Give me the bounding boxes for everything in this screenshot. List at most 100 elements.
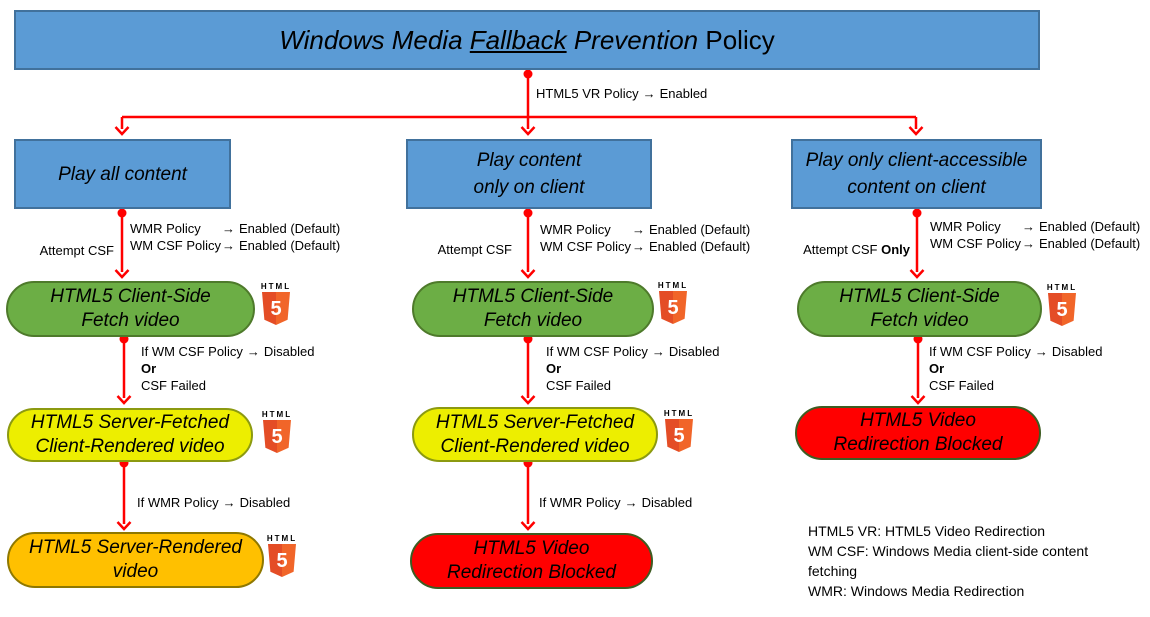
attempt-csf-label: Attempt CSF [420, 241, 512, 258]
edge-label-text: If WMR Policy [137, 495, 219, 510]
edge-label-text: If WM CSF Policy [141, 344, 243, 359]
html5-logo-digit: 5 [667, 296, 679, 319]
html5-logo-word: HTML [260, 282, 292, 291]
branch-box-play-only-client-accessible: Play only client-accessible content on c… [791, 139, 1042, 209]
redirection-blocked-box: HTML5 Video Redirection Blocked [410, 533, 653, 589]
client-side-fetch-box: HTML5 Client-Side Fetch video [412, 281, 654, 337]
edge-condition: If WM CSF Policy→Disabled [929, 343, 1102, 360]
branch-box-label: only on client [473, 177, 585, 198]
box-label: Fetch video [81, 310, 180, 331]
edge-label-text: Disabled [1051, 344, 1103, 359]
html5-logo-digit: 5 [673, 424, 685, 447]
arrow-glyph: → [222, 221, 235, 236]
box-label: HTML5 Server-Rendered [29, 537, 242, 558]
html5-shield-icon: 5 [665, 419, 693, 452]
policy-name: WM CSF Policy [130, 238, 221, 253]
arrow-glyph: → [246, 344, 260, 359]
policy-value: Enabled (Default) [649, 222, 751, 237]
attempt-csf-label: Attempt CSF [22, 242, 114, 259]
arrow-glyph: → [222, 495, 236, 510]
box-label: Client-Rendered video [35, 436, 225, 457]
policy-value: Enabled (Default) [239, 221, 341, 236]
branch-box-label: Play content [476, 150, 582, 171]
html5-logo: HTML 5 [265, 534, 299, 577]
policy-value: Enabled (Default) [239, 238, 341, 253]
policy-name: WM CSF Policy [540, 239, 631, 254]
box-label: HTML5 Client-Side [452, 286, 614, 307]
policy-name: WMR Policy [130, 221, 201, 236]
csf-disabled-edge-label: If WM CSF Policy→Disabled Or CSF Failed [546, 343, 719, 394]
policy-row: WMR Policy→Enabled (Default) [930, 218, 1140, 235]
client-side-fetch-box: HTML5 Client-Side Fetch video [6, 281, 255, 337]
title-text: Windows Media [279, 24, 470, 55]
box-label: HTML5 Video [473, 538, 590, 559]
html5-logo-digit: 5 [1056, 298, 1068, 321]
branch-box-label: Play all content [58, 163, 187, 185]
policy-row: WM CSF Policy→ Enabled (Default) [540, 238, 750, 255]
html5-logo-digit: 5 [276, 549, 288, 572]
policy-name: WM CSF Policy [930, 236, 1021, 251]
html5-logo: HTML 5 [259, 282, 293, 325]
box-label: Fetch video [870, 310, 969, 331]
arrow-glyph: → [632, 239, 645, 254]
policy-labels: WMR Policy→Enabled (Default) WM CSF Poli… [540, 221, 750, 255]
box-label: HTML5 Client-Side [839, 286, 1000, 307]
policy-value: Enabled (Default) [649, 239, 751, 254]
html5-logo-word: HTML [266, 534, 298, 543]
arrow-glyph: → [1034, 344, 1048, 359]
html5-shield-icon: 5 [268, 544, 296, 577]
html5-logo: HTML 5 [260, 410, 294, 453]
edge-label-text: CSF Failed [141, 378, 207, 393]
csf-disabled-edge-label: If WM CSF Policy→Disabled Or CSF Failed [141, 343, 314, 394]
html5-logo: HTML 5 [662, 409, 696, 452]
branch-box-play-all-content: Play all content [14, 139, 231, 209]
csf-disabled-edge-label: If WM CSF Policy→Disabled Or CSF Failed [929, 343, 1102, 394]
policy-row: WMR Policy→Enabled (Default) [540, 221, 750, 238]
html5-logo: HTML 5 [1045, 283, 1079, 326]
html5-logo-digit: 5 [270, 297, 282, 320]
title-text: Prevention [566, 24, 699, 55]
edge-label-or: Or [929, 361, 945, 376]
edge-condition: If WM CSF Policy→Disabled [546, 343, 719, 360]
branch-box-play-content-only-on-client: Play content only on client [406, 139, 652, 209]
server-fetched-box: HTML5 Server-Fetched Client-Rendered vid… [412, 407, 658, 462]
redirection-blocked-box: HTML5 Video Redirection Blocked [795, 406, 1041, 460]
policy-row: WM CSF Policy→Enabled (Default) [130, 237, 340, 254]
edge-label-text: Disabled [668, 344, 720, 359]
title-text: Policy [698, 24, 775, 55]
edge-label-or: Or [546, 361, 562, 376]
title-text-underlined: Fallback [469, 24, 567, 55]
legend-item: WM CSF: Windows Media client-side conten… [808, 543, 1089, 579]
html5-logo-word: HTML [657, 281, 689, 290]
policy-labels: WMR Policy → Enabled (Default) WM CSF Poli… [130, 220, 340, 254]
arrow-glyph: → [1022, 236, 1035, 251]
legend-item: WMR: Windows Media Redirection [808, 583, 1025, 599]
box-label: Redirection Blocked [447, 562, 616, 583]
html5-logo-word: HTML [1046, 283, 1078, 292]
policy-row: WMR Policy → Enabled (Default) [130, 220, 340, 237]
server-fetched-box: HTML5 Server-Fetched Client-Rendered vid… [7, 408, 253, 462]
box-label: Fetch video [483, 310, 583, 331]
policy-labels: WMR Policy→Enabled (Default) WM CSF Poli… [930, 218, 1140, 252]
edge-condition: If WM CSF Policy→Disabled [141, 343, 314, 360]
html5-shield-icon: 5 [263, 420, 291, 453]
title-banner: Windows Media Fallback Prevention Policy [14, 10, 1040, 70]
branch-box-label: content on client [847, 177, 986, 198]
html5-shield-icon: 5 [262, 292, 290, 325]
policy-value: Enabled (Default) [1039, 219, 1141, 234]
html5-logo: HTML 5 [656, 281, 690, 324]
root-edge-label: HTML5 VR Policy→Enabled [536, 85, 707, 102]
attempt-csf-only-label: Attempt CSF Only [788, 241, 910, 258]
attempt-bold-text: Only [881, 242, 910, 257]
box-label: HTML5 Server-Fetched [435, 411, 635, 433]
box-label: HTML5 Video [860, 410, 976, 431]
arrow-glyph: → [632, 222, 645, 237]
legend: HTML5 VR: HTML5 Video Redirection WM CSF… [808, 521, 1140, 601]
edge-label-text: If WMR Policy [539, 495, 621, 510]
attempt-text: Attempt CSF [803, 242, 882, 257]
edge-label-text: Disabled [263, 344, 315, 359]
html5-logo-word: HTML [261, 410, 293, 419]
edge-label-text: Disabled [239, 495, 291, 510]
arrow-glyph: → [624, 495, 638, 510]
edge-label-text: CSF Failed [546, 378, 612, 393]
